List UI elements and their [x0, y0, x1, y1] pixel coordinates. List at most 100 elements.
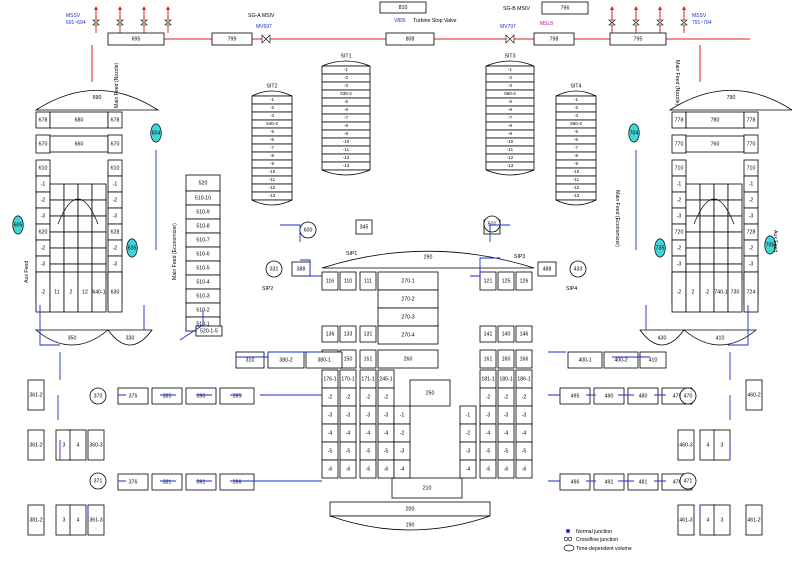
volume-label: 520-1-5: [200, 328, 218, 334]
svg-text:735: 735: [656, 245, 665, 251]
svg-text:720: 720: [675, 229, 684, 235]
svg-text:461-3: 461-3: [679, 517, 692, 523]
volume-label: 380-2: [279, 357, 292, 363]
svg-text:370: 370: [94, 393, 103, 399]
svg-text:-9: -9: [344, 131, 348, 136]
volume-label: 380-1: [317, 357, 330, 363]
svg-text:-2: -2: [677, 197, 682, 203]
svg-text:-8: -8: [270, 153, 274, 158]
svg-text:-7: -7: [344, 115, 348, 120]
svg-text:-5: -5: [574, 129, 578, 134]
svg-text:740-1: 740-1: [714, 289, 727, 295]
svg-text:605: 605: [14, 222, 23, 228]
svg-text:3: 3: [63, 517, 66, 523]
svg-text:-2: -2: [508, 75, 512, 80]
svg-text:4: 4: [707, 517, 710, 523]
volume-778b: 778: [743, 111, 759, 129]
volume-490: 490: [593, 387, 625, 405]
svg-text:724: 724: [747, 289, 756, 295]
aux-feed-right-label: Aux Feed: [772, 230, 778, 252]
volume-510-4: 510-4: [185, 274, 221, 290]
volume-400-1: 400-1: [567, 351, 603, 369]
volume-121: 121: [479, 271, 497, 291]
svg-text:-10: -10: [269, 169, 276, 174]
svg-text:-2: -2: [113, 245, 118, 251]
volume-label: 260: [404, 356, 413, 362]
volume-label: 778: [747, 117, 756, 123]
pump-605: 605: [12, 215, 24, 235]
svg-text:-3: -3: [677, 261, 682, 267]
svg-text:-2: -2: [400, 430, 405, 436]
volume-126: 126: [515, 271, 533, 291]
svg-text:-2: -2: [749, 197, 754, 203]
main-feed-economizer-right-label: Main Feed (Economizer): [614, 190, 620, 247]
svg-text:-5: -5: [270, 129, 274, 134]
svg-text:-2: -2: [466, 430, 471, 436]
svg-text:-7: -7: [508, 115, 512, 120]
svg-text:-1: -1: [574, 97, 578, 102]
svg-text:4: 4: [707, 442, 710, 448]
volume-810: 810: [379, 1, 427, 14]
loop-seal-cell: 4: [699, 504, 717, 536]
sg-lower-cell: 2: [63, 271, 79, 313]
svg-text:-4: -4: [486, 430, 491, 436]
svg-text:460-2: 460-2: [747, 392, 760, 398]
svg-text:-6: -6: [384, 466, 389, 472]
svg-text:-8: -8: [574, 153, 578, 158]
column-c4: 181-1-2-3-4-5-6: [479, 369, 497, 479]
volume-label: 395: [233, 393, 242, 399]
normal-junction-icon: [566, 529, 570, 533]
svg-text:-1: -1: [749, 181, 754, 187]
volume-770b: 770: [743, 134, 759, 154]
sit-label: SIT4: [571, 83, 582, 89]
svg-text:790: 790: [727, 95, 736, 101]
volume-label: 510-9: [196, 209, 209, 215]
svg-text:635: 635: [128, 245, 137, 251]
svg-text:-4: -4: [346, 430, 351, 436]
dome-290: 290: [321, 250, 535, 269]
volume-label: 798: [550, 36, 559, 42]
svg-text:-2: -2: [270, 105, 274, 110]
pump-604: 604: [150, 123, 162, 143]
svg-text:560-4: 560-4: [570, 121, 582, 126]
svg-text:371: 371: [94, 478, 103, 484]
sip-label: SIP2: [262, 286, 273, 292]
svg-text:710: 710: [675, 165, 684, 171]
volume-146: 146: [515, 325, 533, 343]
svg-text:690: 690: [93, 95, 102, 101]
svg-text:-2: -2: [366, 394, 371, 400]
volume-label: 166: [520, 356, 529, 362]
svg-text:-2: -2: [574, 105, 578, 110]
main-feed-nozzle-right-label: Main Feed (Nozzle): [674, 60, 680, 106]
svg-text:620: 620: [39, 229, 48, 235]
volume-label: 778: [675, 117, 684, 123]
legend-crossflow-junction: Crossflow junction: [576, 537, 618, 543]
volume-label: 488: [543, 266, 552, 272]
svg-text:610: 610: [111, 165, 120, 171]
volume-label: 796: [561, 5, 570, 11]
volume-510-8: 510-8: [185, 218, 221, 234]
svg-text:-1: -1: [41, 181, 46, 187]
legend-time-dependent-volume: Time-dependent volume: [576, 546, 632, 552]
volume-label: 799: [228, 36, 237, 42]
loop-seal-cell: 460-2: [745, 379, 763, 411]
volume-695: 695: [107, 32, 165, 46]
sga-msiv-label: SG-A MSIV: [248, 13, 275, 19]
svg-text:12: 12: [82, 289, 88, 295]
svg-text:-3: -3: [749, 261, 754, 267]
volume-390: 390: [185, 387, 217, 405]
volume-label: 391: [197, 479, 206, 485]
volume-label: 476: [673, 479, 682, 485]
svg-text:-2: -2: [677, 289, 682, 295]
volume-label: 510-3: [196, 293, 209, 299]
mssv-left-range: 691~694: [66, 20, 86, 26]
volume-label: 270-4: [401, 332, 414, 338]
svg-text:-2: -2: [749, 245, 754, 251]
volume-410: 410: [639, 351, 667, 369]
volume-label: 680: [75, 117, 84, 123]
volume-520: 520: [185, 174, 221, 192]
volume-151: 151: [359, 349, 377, 369]
svg-text:-6: -6: [270, 137, 274, 142]
